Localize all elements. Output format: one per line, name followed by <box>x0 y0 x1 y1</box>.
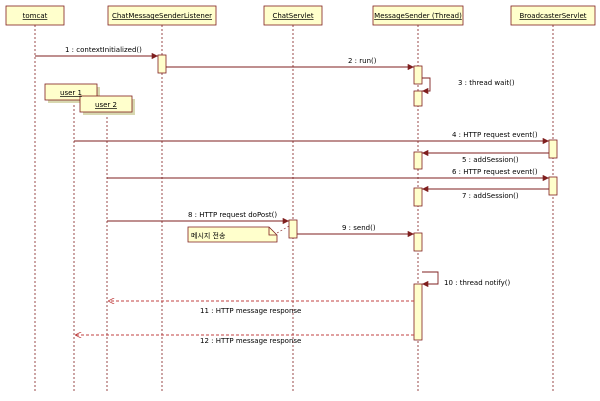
message-arrow-10 <box>422 271 439 288</box>
activation-sender-add-2 <box>413 187 423 207</box>
activation-sender-notify <box>413 283 423 341</box>
participant-label-broadcaster: BroadcasterServlet <box>519 12 586 20</box>
message-label-2: 2 : run() <box>348 57 377 65</box>
participant-label-tomcat: tomcat <box>23 12 48 20</box>
participant-label-user2: user 2 <box>95 101 117 109</box>
note: 메시지 전송 <box>187 225 290 243</box>
message-label-3: 3 : thread wait() <box>458 79 515 87</box>
participant-label-servlet: ChatServlet <box>272 12 313 20</box>
participant-label-sender: MessageSender (Thread) <box>374 12 462 20</box>
message-label-12: 12 : HTTP message response <box>200 337 301 345</box>
activation-broadcaster-2 <box>548 176 558 196</box>
message-label-9: 9 : send() <box>342 224 376 232</box>
participant-box-listener <box>107 5 217 26</box>
participant-box-sender <box>372 5 464 26</box>
activation-sender-send <box>413 232 423 252</box>
message-label-11: 11 : HTTP message response <box>200 307 301 315</box>
activation-servlet <box>288 219 298 239</box>
note-text: 메시지 전송 <box>191 231 226 240</box>
participant-box-tomcat <box>5 5 65 26</box>
participant-box-servlet <box>263 5 323 26</box>
activation-listener <box>157 54 167 74</box>
participant-box-broadcaster <box>510 5 596 26</box>
message-label-6: 6 : HTTP request event() <box>452 168 538 176</box>
activation-sender-add-1 <box>413 151 423 170</box>
participant-label-listener: ChatMessageSenderListener <box>112 12 212 20</box>
message-label-5: 5 : addSession() <box>462 156 519 164</box>
message-label-1: 1 : contextInitialized() <box>65 46 142 54</box>
activation-sender-wait <box>413 90 423 107</box>
message-label-10: 10 : thread notify() <box>444 279 511 287</box>
message-arrow-3 <box>422 77 431 95</box>
activation-sender-run <box>413 65 423 85</box>
participant-label-user1: user 1 <box>60 89 82 97</box>
message-label-7: 7 : addSession() <box>462 192 519 200</box>
participant-box-user2 <box>79 95 133 113</box>
activation-broadcaster-1 <box>548 139 558 159</box>
message-label-4: 4 : HTTP request event() <box>452 131 538 139</box>
message-label-8: 8 : HTTP request doPost() <box>188 211 277 219</box>
